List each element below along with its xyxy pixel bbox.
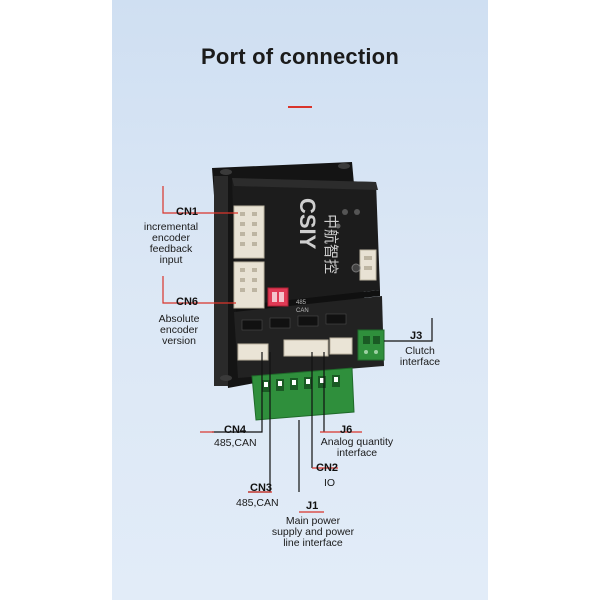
title-accent-dash: [288, 106, 312, 108]
callout-lines: [162, 186, 433, 513]
brand-mark: 中航智控: [322, 214, 340, 274]
model-text: CSIY: [295, 198, 320, 250]
ground-symbol: [351, 263, 361, 273]
port-code-j6: J6: [340, 424, 353, 436]
port-code-j1: J1: [306, 500, 319, 512]
port-code-j3: J3: [410, 330, 423, 342]
dip-switch: [267, 287, 289, 307]
circuit-board: [234, 296, 384, 378]
port-code-cn6: CN6: [176, 296, 199, 308]
port-desc-cn4: 485,CAN: [214, 437, 257, 449]
port-desc-cn3: 485,CAN: [236, 497, 279, 509]
cn1-connector: [233, 205, 265, 259]
led-indicator: [354, 209, 360, 215]
j3-connector: [357, 329, 385, 361]
switch-label-can: CAN: [296, 308, 309, 314]
port-code-cn2: CN2: [316, 462, 339, 474]
side-connector: [359, 249, 377, 281]
port-desc-j6: Analog quantity interface: [320, 436, 394, 459]
port-desc-j3: Clutch interface: [399, 345, 441, 368]
page-title: Port of connection: [201, 44, 399, 69]
j1-terminal-block: [251, 367, 355, 421]
port-code-cn4: CN4: [224, 424, 247, 436]
port-desc-j1: Main power supply and power line interfa…: [271, 515, 355, 549]
port-desc-cn6: Absolute encoder version: [158, 313, 200, 347]
cn6-connector: [233, 261, 265, 309]
switch-label-485: 485: [296, 300, 307, 306]
port-desc-cn1: incremental encoder feedback input: [143, 221, 199, 266]
led-indicator: [342, 209, 348, 215]
port-desc-cn2: IO: [324, 477, 336, 489]
port-code-cn1: CN1: [176, 206, 199, 218]
led-indicator: [335, 223, 341, 229]
port-code-cn3: CN3: [250, 482, 273, 494]
bottom-white-connectors: [237, 337, 353, 361]
